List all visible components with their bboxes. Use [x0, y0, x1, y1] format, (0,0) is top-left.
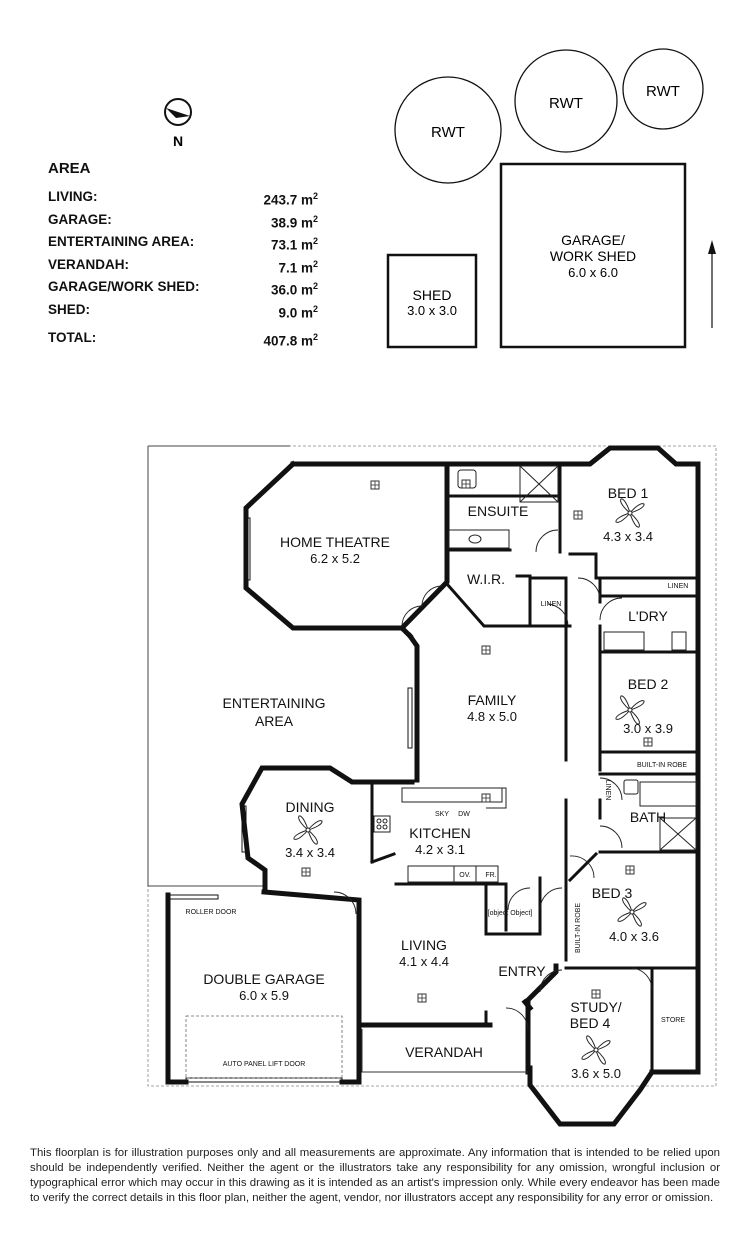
room-label-home-theatre: HOME THEATRE — [280, 534, 390, 550]
ceiling-fan-icon — [615, 695, 645, 725]
area-label: LIVING: — [48, 189, 98, 204]
area-title: AREA — [48, 160, 91, 177]
ceiling-fan-icon — [581, 1035, 611, 1065]
room-label-family: FAMILY — [468, 692, 517, 708]
ceiling-fan-icon — [617, 897, 647, 927]
room-label-entertaining: ENTERTAINING — [223, 695, 326, 711]
room-label-verandah: VERANDAH — [405, 1044, 483, 1060]
label-built-in-robe: BUILT-IN ROBE — [637, 762, 687, 769]
room-label-laundry: L'DRY — [628, 608, 668, 624]
room-label-living: LIVING — [401, 937, 447, 953]
label-store: STORE — [661, 1017, 685, 1024]
house-plan: HOME THEATRE 6.2 x 5.2 ENSUITE W.I.R. BE… — [147, 445, 717, 1127]
area-row-total: TOTAL: 407.8 m2 — [48, 328, 318, 351]
area-table: AREA LIVING: 243.7 m2 GARAGE: 38.9 m2 EN… — [48, 160, 318, 351]
rainwater-tank: RWT — [622, 48, 704, 130]
room-size: 4.3 x 3.4 — [603, 529, 653, 544]
room-label-entry: ENTRY — [498, 963, 546, 979]
area-label: TOTAL: — [48, 330, 97, 345]
svg-text:RWT: RWT — [431, 124, 465, 141]
room-label-garage: DOUBLE GARAGE — [203, 971, 324, 987]
label-linen: LINEN — [668, 583, 689, 590]
shed-label: SHED — [413, 287, 452, 303]
svg-text:GARAGE/: GARAGE/ — [561, 232, 625, 248]
room-label-bed4: BED 4 — [570, 1015, 611, 1031]
label-sky: SKY — [435, 811, 449, 818]
label-oven: OV. — [459, 872, 470, 879]
floor-plan: N RWT RWT RWT SHED 3.0 x 3.0 GARAGE/ WOR… — [147, 48, 717, 1127]
room-size: 4.0 x 3.6 — [609, 929, 659, 944]
room-label-wir: W.I.R. — [467, 571, 505, 587]
compass-label: N — [173, 133, 183, 149]
area-label: GARAGE: — [48, 211, 112, 227]
label-fridge: FR. — [485, 872, 496, 879]
rainwater-tank: RWT — [394, 76, 502, 184]
room-label-kitchen: KITCHEN — [409, 825, 470, 841]
room-label-bed2: BED 2 — [628, 676, 669, 692]
room-label-entertaining-area: AREA — [255, 713, 294, 729]
svg-text:RWT: RWT — [646, 83, 680, 100]
area-value: 9.0 m2 — [278, 303, 318, 321]
area-row-entertaining: ENTERTAINING AREA: 73.1 m2 — [48, 232, 318, 255]
label-auto-door: AUTO PANEL LIFT DOOR — [223, 1061, 306, 1068]
area-label: SHED: — [48, 301, 91, 317]
area-row-workshed: GARAGE/WORK SHED: 36.0 m2 — [48, 277, 318, 300]
area-row-garage: GARAGE: 38.9 m2 — [48, 210, 318, 233]
svg-text:RWT: RWT — [549, 95, 583, 112]
arrow-up-icon — [708, 240, 716, 328]
area-value: 73.1 m2 — [270, 236, 318, 253]
label-roller-door: ROLLER DOOR — [186, 909, 237, 916]
area-row-verandah: VERANDAH: 7.1 m2 — [48, 255, 318, 278]
room-size: 3.4 x 3.4 — [285, 845, 335, 860]
area-label: GARAGE/WORK SHED: — [48, 279, 200, 294]
label-pantry: [object Object] — [488, 910, 533, 917]
label-built-in-robe: BUILT-IN ROBE — [575, 903, 582, 953]
work-shed: GARAGE/ WORK SHED 6.0 x 6.0 — [499, 162, 687, 349]
area-value: 38.9 m2 — [270, 213, 318, 231]
area-label: ENTERTAINING AREA: — [48, 234, 195, 249]
svg-text:6.0 x 6.0: 6.0 x 6.0 — [568, 265, 618, 280]
room-size: 4.2 x 3.1 — [415, 842, 465, 857]
area-value: 36.0 m2 — [270, 281, 318, 298]
disclaimer: This floorplan is for illustration purpo… — [30, 1147, 720, 1204]
area-value: 407.8 m2 — [263, 332, 318, 349]
room-size: 3.6 x 5.0 — [571, 1066, 621, 1081]
shed: SHED 3.0 x 3.0 — [386, 253, 478, 349]
rainwater-tank: RWT — [514, 49, 618, 153]
area-value: 243.7 m2 — [263, 191, 318, 208]
room-size: 6.2 x 5.2 — [310, 551, 360, 566]
label-linen: LINEN — [541, 601, 562, 608]
area-value: 7.1 m2 — [278, 258, 318, 276]
compass-icon: N — [164, 98, 192, 149]
area-row-shed: SHED: 9.0 m2 — [48, 300, 318, 323]
room-size: 4.8 x 5.0 — [467, 709, 517, 724]
area-label: VERANDAH: — [48, 256, 129, 272]
label-linen: LINEN — [604, 780, 611, 801]
room-label-ensuite: ENSUITE — [468, 503, 529, 519]
svg-text:WORK SHED: WORK SHED — [550, 248, 636, 264]
ceiling-fan-icon — [293, 815, 323, 845]
room-size: 6.0 x 5.9 — [239, 988, 289, 1003]
ceiling-fan-icon — [615, 498, 645, 528]
room-size: 3.0 x 3.9 — [623, 721, 673, 736]
label-dw: DW — [458, 811, 470, 818]
room-size: 4.1 x 4.4 — [399, 954, 449, 969]
room-label-study: STUDY/ — [570, 999, 621, 1015]
room-label-bed3: BED 3 — [592, 885, 633, 901]
room-label-bath: BATH — [630, 809, 666, 825]
room-label-dining: DINING — [286, 799, 335, 815]
area-row-living: LIVING: 243.7 m2 — [48, 187, 318, 210]
room-label-bed1: BED 1 — [608, 485, 649, 501]
shed-size: 3.0 x 3.0 — [407, 303, 457, 318]
